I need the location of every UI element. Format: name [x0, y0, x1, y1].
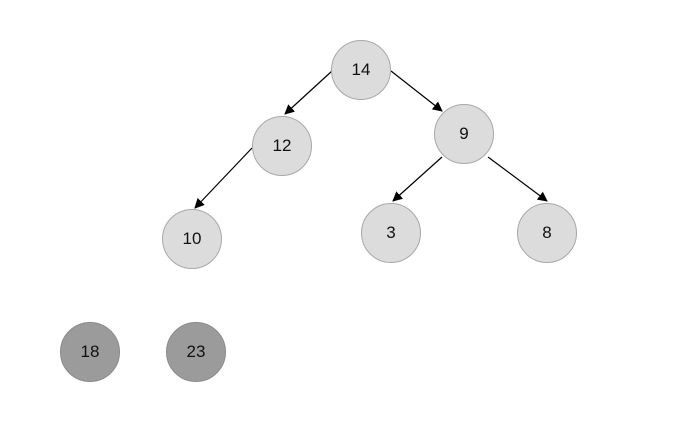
node-label: 3: [386, 223, 396, 242]
edge-12-10: [194, 147, 253, 209]
node-label: 8: [542, 223, 552, 242]
edge-14-9: [390, 70, 443, 112]
tree-node-12: 12: [252, 116, 312, 176]
edge-9-3: [392, 156, 443, 202]
node-label: 12: [272, 136, 292, 155]
tree-node-8: 8: [517, 203, 577, 263]
edge-9-8: [487, 156, 548, 202]
node-label: 23: [186, 342, 206, 361]
node-label: 18: [80, 342, 100, 361]
tree-node-3: 3: [361, 203, 421, 263]
tree-node-9: 9: [434, 104, 494, 164]
node-label: 14: [351, 60, 371, 79]
detached-node-23: 23: [166, 322, 226, 382]
detached-node-18: 18: [60, 322, 120, 382]
tree-node-10: 10: [162, 209, 222, 269]
node-label: 9: [459, 124, 469, 143]
tree-node-14: 14: [331, 40, 391, 100]
node-label: 10: [182, 229, 202, 248]
edge-14-12: [284, 70, 333, 115]
